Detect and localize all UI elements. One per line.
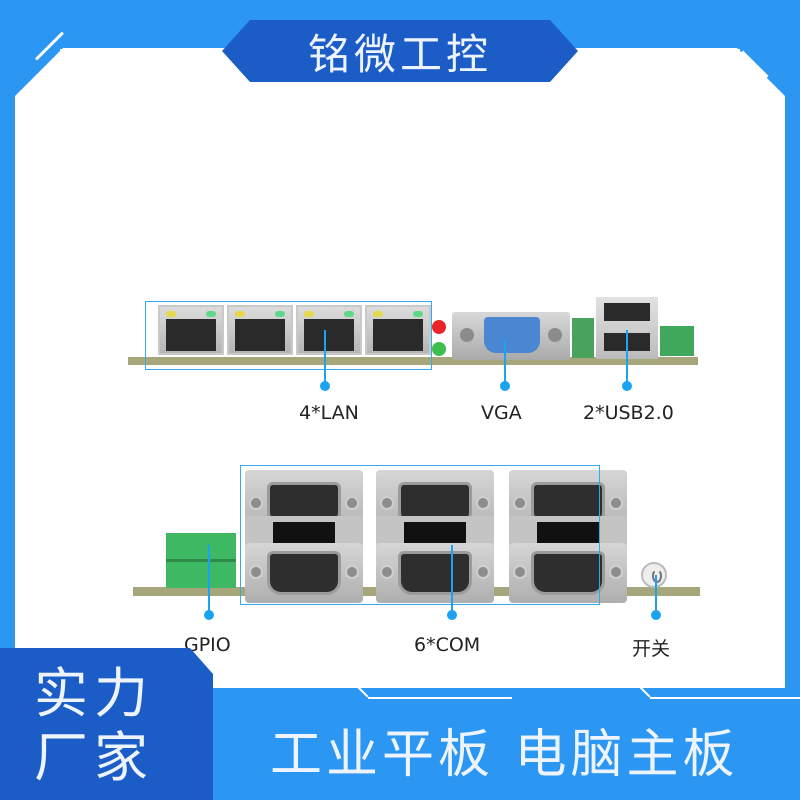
callout-line — [208, 545, 210, 615]
decor-line — [60, 49, 233, 52]
lan-port — [227, 305, 293, 355]
callout-dot — [320, 381, 330, 391]
callout-line — [504, 340, 506, 386]
vga-port — [452, 312, 570, 360]
gpio-terminal — [166, 533, 236, 588]
power-button-icon — [641, 562, 667, 588]
label-lan: 4*LAN — [299, 402, 359, 424]
label-vga: VGA — [481, 402, 522, 424]
lan-port — [365, 305, 431, 355]
callout-line — [324, 330, 326, 386]
callout-line — [626, 330, 628, 386]
callout-line — [655, 575, 657, 615]
pcb-edge — [128, 357, 698, 365]
label-gpio: GPIO — [184, 634, 231, 656]
brand-title: 铭微工控 — [307, 29, 492, 79]
com-highlight-box — [240, 465, 600, 605]
badge-line-2: 厂家 — [34, 726, 154, 789]
com-port — [376, 543, 494, 603]
brand-title-badge: 铭微工控 — [222, 20, 578, 82]
terminal-block — [660, 326, 694, 356]
callout-dot — [447, 610, 457, 620]
status-led-red — [432, 320, 446, 334]
decor-line — [650, 697, 800, 699]
lan-port — [158, 305, 224, 355]
label-com: 6*COM — [414, 634, 481, 656]
callout-dot — [204, 610, 214, 620]
callout-dot — [651, 610, 661, 620]
status-led-green — [432, 342, 446, 356]
com-port — [509, 543, 627, 603]
header-component — [572, 318, 594, 358]
badge-line-1: 实力 — [34, 662, 154, 725]
callout-dot — [500, 381, 510, 391]
product-slogan: 工业平板 电脑主板 — [270, 725, 739, 785]
callout-dot — [622, 381, 632, 391]
lan-port — [296, 305, 362, 355]
decor-line — [567, 49, 740, 52]
decor-line — [213, 686, 358, 688]
com-port — [245, 543, 363, 603]
label-usb: 2*USB2.0 — [583, 402, 674, 424]
callout-line — [451, 545, 453, 615]
strength-badge: 实力 厂家 — [0, 648, 213, 800]
label-power-switch: 开关 — [632, 638, 671, 660]
decor-line — [368, 697, 512, 699]
lan-highlight-box — [145, 301, 432, 370]
